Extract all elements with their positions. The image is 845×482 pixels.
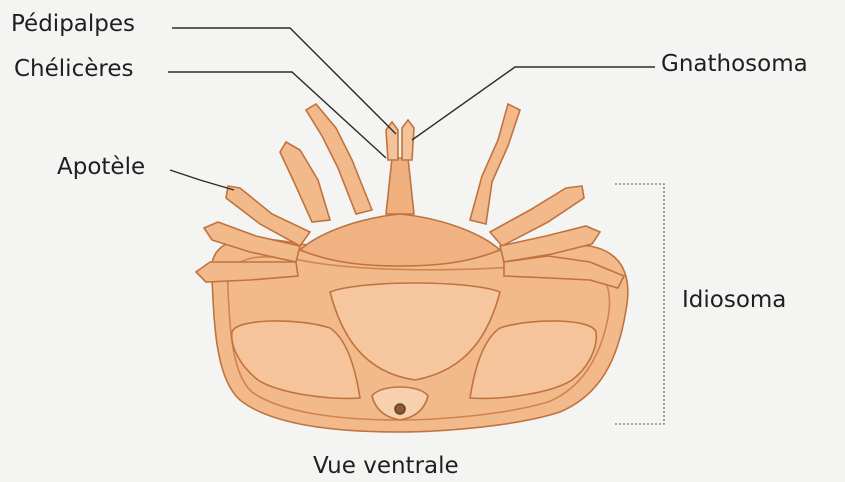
- leader-gnathosoma: [412, 67, 655, 140]
- anal-opening: [395, 404, 405, 414]
- mite-illustration: [196, 104, 628, 432]
- leader-apotele: [170, 170, 234, 190]
- leg-left-1: [280, 142, 330, 222]
- caption: Vue ventrale: [313, 455, 459, 478]
- label-apotele: Apotèle: [57, 156, 145, 179]
- leader-cheliceres: [168, 72, 386, 158]
- label-gnathosoma: Gnathosoma: [661, 53, 808, 76]
- leg-right-1: [470, 104, 520, 224]
- gnathosoma-center: [386, 158, 414, 214]
- chelicera-left: [386, 122, 398, 160]
- label-pedipalpes: Pédipalpes: [11, 13, 135, 36]
- coxal-region: [300, 214, 500, 266]
- leader-lines: [168, 28, 655, 190]
- leader-pedipalpes: [172, 28, 396, 134]
- label-cheliceres: Chélicères: [14, 58, 133, 81]
- label-idiosoma: Idiosoma: [682, 289, 786, 312]
